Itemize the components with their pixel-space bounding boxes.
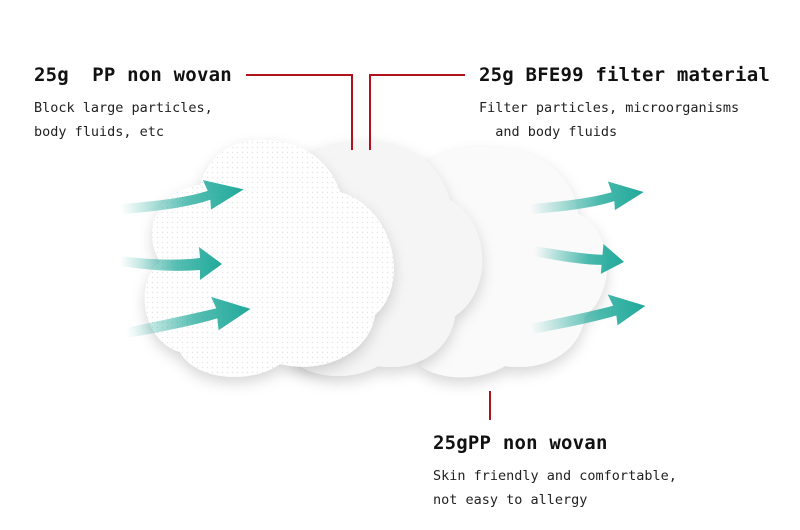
- layer-heading: 25g PP non wovan: [34, 64, 232, 86]
- arrow-right-icon: [120, 247, 222, 280]
- description-line: and body fluids: [479, 124, 618, 140]
- arrow-right-icon: [530, 294, 646, 334]
- arrow-right-icon: [534, 243, 624, 274]
- leader-line-bfe: [369, 74, 465, 150]
- leader-line-outer-pp: [246, 74, 353, 150]
- layer-description: Block large particles, body fluids, etc: [34, 96, 232, 144]
- layer-description: Skin friendly and comfortable, not easy …: [433, 464, 677, 512]
- label-outer-pp-layer: 25g PP non wovan Block large particles, …: [34, 64, 232, 144]
- arrow-right-icon: [120, 180, 244, 214]
- arrow-right-icon: [125, 296, 251, 338]
- description-line: Block large particles,: [34, 100, 213, 116]
- description-line: Skin friendly and comfortable,: [433, 468, 677, 484]
- layer-heading: 25gPP non wovan: [433, 432, 608, 454]
- description-line: body fluids, etc: [34, 124, 165, 140]
- layer-heading: 25g BFE99 filter material: [479, 64, 770, 86]
- leader-lines: [246, 74, 491, 420]
- label-skin-pp-layer: 25gPP non wovan Skin friendly and comfor…: [433, 432, 677, 512]
- airflow-out-arrows: [530, 181, 646, 334]
- layer-description: Filter particles, microorganisms and bod…: [479, 96, 770, 144]
- description-line: Filter particles, microorganisms: [479, 100, 740, 116]
- airflow-in-arrows: [120, 180, 251, 338]
- label-bfe-filter-layer: 25g BFE99 filter material Filter particl…: [479, 64, 770, 144]
- arrow-right-icon: [530, 181, 644, 214]
- description-line: not easy to allergy: [433, 492, 588, 508]
